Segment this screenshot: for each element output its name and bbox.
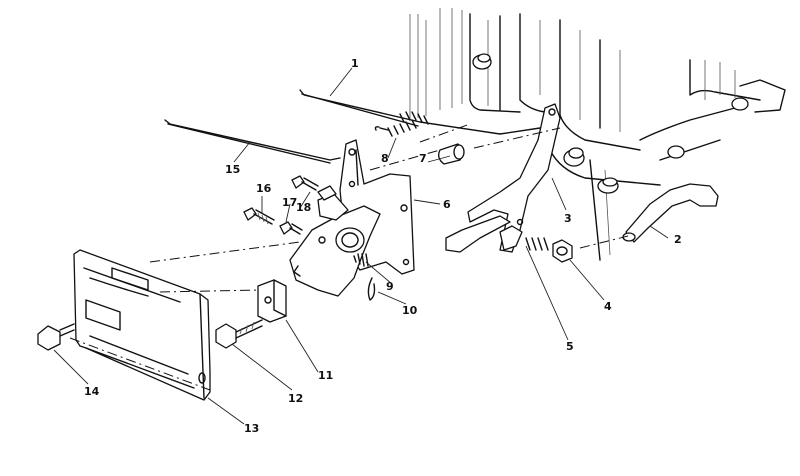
clip-part-10 (367, 277, 376, 301)
throttle-rod (299, 89, 541, 135)
callout-17: 17 (282, 196, 297, 209)
callout-4: 4 (604, 300, 612, 313)
leader-lines (53, 67, 669, 425)
callout-2: 2 (674, 233, 682, 246)
alignment-lines (69, 123, 629, 391)
callout-18: 18 (296, 201, 311, 214)
callout-11: 11 (318, 369, 333, 382)
spacer-part-7 (438, 143, 465, 165)
screw-part-16 (243, 207, 275, 225)
callout-8: 8 (381, 152, 389, 165)
bolt-part-14 (37, 323, 75, 351)
callout-15: 15 (225, 163, 240, 176)
control-plate-part-13 (73, 249, 211, 401)
callout-13: 13 (244, 422, 259, 435)
control-lever-part-5 (445, 103, 561, 253)
callout-14: 14 (84, 385, 100, 398)
callout-1: 1 (351, 57, 359, 70)
callout-9: 9 (386, 280, 394, 293)
nut-part-4 (552, 239, 573, 263)
bolt-part-12 (215, 319, 263, 349)
callouts: 1 2 3 4 5 6 7 8 9 10 11 12 13 14 15 16 1… (84, 57, 682, 435)
governor-rod (164, 119, 341, 164)
callout-3: 3 (564, 212, 572, 225)
screw-part-17 (279, 221, 303, 235)
callout-16: 16 (256, 182, 272, 195)
callout-5: 5 (566, 340, 574, 353)
spring-part-8 (374, 119, 417, 137)
callout-12: 12 (288, 392, 303, 405)
handle-part-2 (622, 183, 719, 243)
callout-7: 7 (419, 152, 427, 165)
rod-spring (399, 111, 429, 125)
engine-block-outline (409, 8, 786, 261)
callout-10: 10 (402, 304, 418, 317)
callout-6: 6 (443, 198, 451, 211)
bracket-part-11 (257, 279, 287, 323)
screw-part-18 (291, 175, 337, 201)
